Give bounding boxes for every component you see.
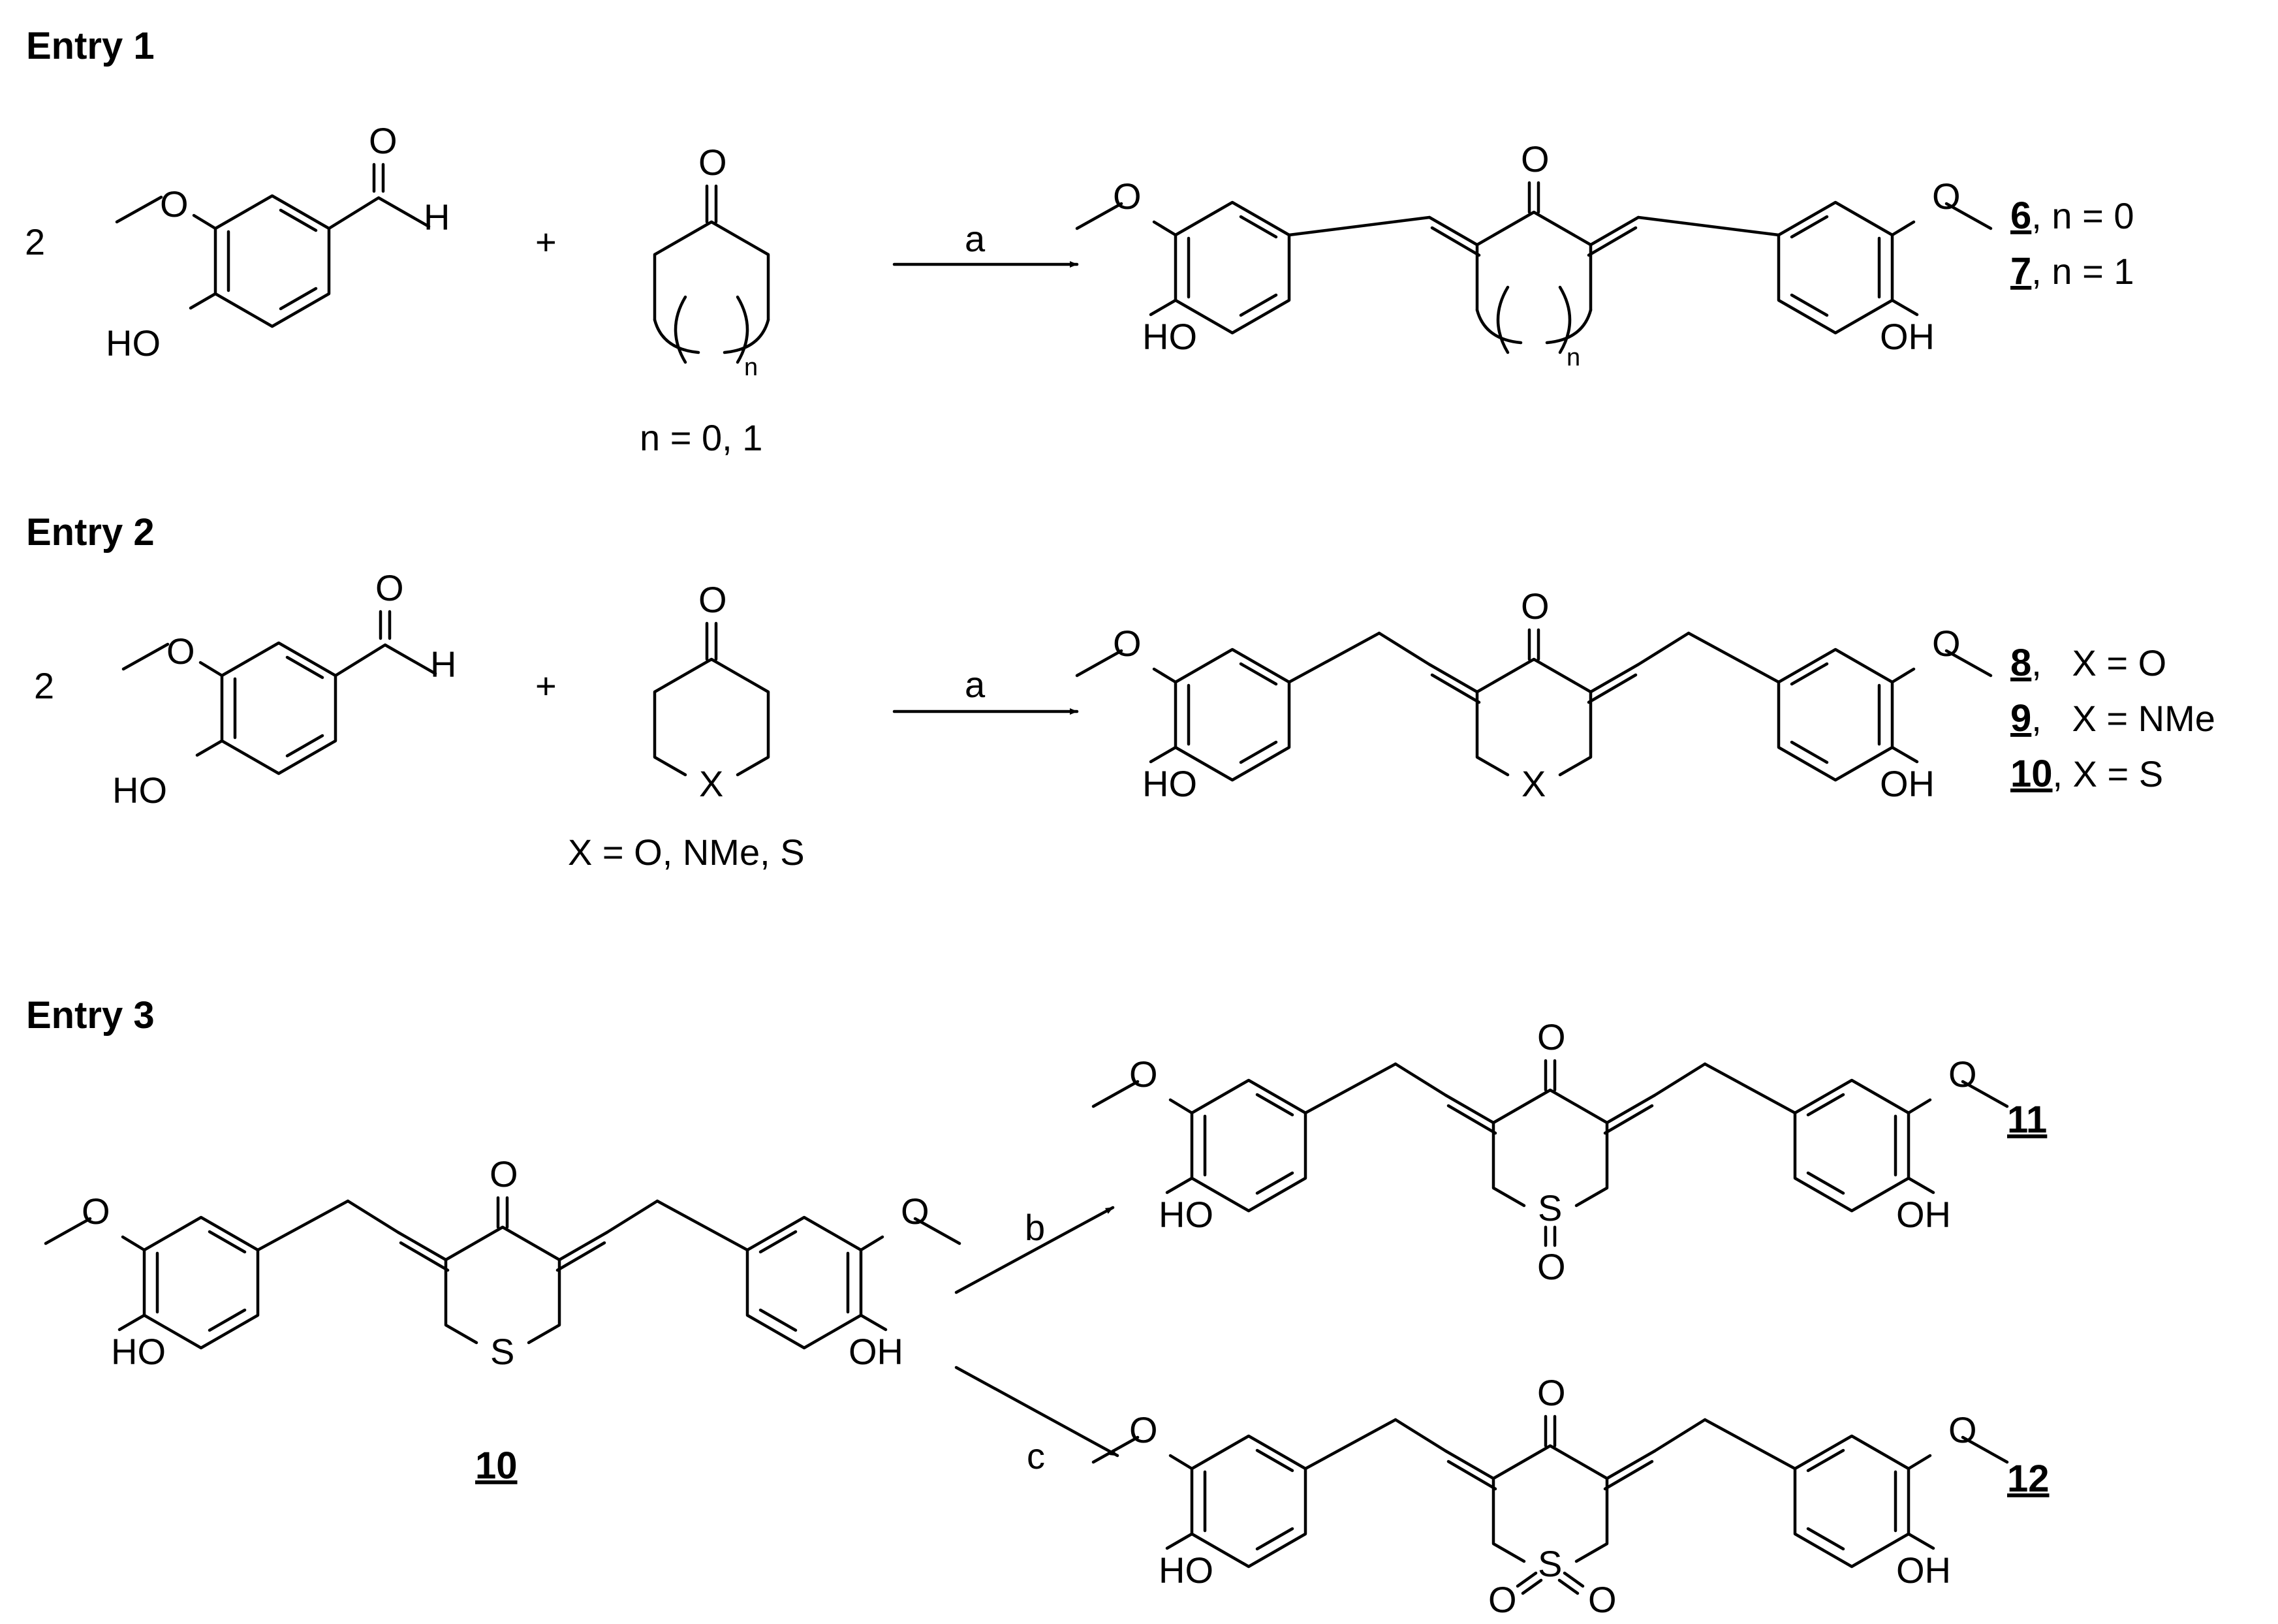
methoxy-oxygen-right: O [1948, 1409, 1977, 1450]
product-ketone-oxygen: O [1521, 138, 1550, 180]
aldehyde-hydrogen: H [424, 196, 450, 238]
entry-1-ketone-condition: n = 0, 1 [640, 417, 762, 458]
entry-2-reagent-label: a [965, 664, 986, 705]
entry-3: Entry 3 O S O O HO OH 10 b c O S [26, 994, 2050, 1620]
compound-10-label: 10 [2010, 753, 2053, 795]
hydroxy-right: OH [1896, 1194, 1951, 1235]
hydroxy-left: HO [1142, 316, 1197, 357]
entry-3-reagent-c: c [1027, 1435, 1045, 1476]
entry-1-plus: + [535, 221, 557, 262]
entry-1-product-structure: O n O O HO OH [1077, 138, 1991, 371]
methoxy-oxygen-right: O [1948, 1054, 1977, 1095]
entry-3-product-12-structure: O S O O O O HO OH [1093, 1372, 2007, 1620]
svg-text:10, X = S: 10, X = S [2010, 753, 2163, 795]
product-ring-index: n [1567, 344, 1580, 371]
hydroxy-left: HO [1142, 763, 1197, 804]
product-ketone-oxygen: O [1521, 586, 1550, 627]
entry-1-product-labels: 6, n = 0 7, n = 1 [2010, 195, 2134, 292]
entry-3-arrow-c [954, 1366, 1119, 1458]
svg-text:8, X = O: 8, X = O [2010, 642, 2166, 684]
compound-7-label: 7 [2010, 250, 2031, 292]
compound-11-label: 11 [2007, 1099, 2047, 1141]
entry-1-vanillin-structure: O H O HO [106, 120, 450, 364]
svg-text:6, n = 0: 6, n = 0 [2010, 195, 2134, 237]
entry-3-starting-structure: O S O O HO OH [46, 1153, 960, 1372]
methoxy-oxygen-left: O [82, 1191, 110, 1232]
sulfone-oxygen-left: O [1488, 1579, 1517, 1620]
entry-2-product-structure: O X O O HO OH [1077, 586, 1991, 804]
entry-3-arrow-b [954, 1206, 1115, 1294]
product-heteroatom-x: X [1521, 763, 1546, 804]
aldehyde-oxygen: O [375, 567, 404, 608]
compound-10-condition: , X = S [2053, 753, 2164, 794]
compound-6-label: 6 [2010, 195, 2031, 237]
methoxy-oxygen: O [160, 183, 189, 225]
methoxy-oxygen-left: O [1113, 176, 1142, 217]
hydroxy-left: HO [111, 1331, 166, 1372]
entry-1: Entry 1 2 O H O HO + O n n = 0, 1 a [25, 25, 2134, 458]
sulfoxide-oxygen: O [1537, 1246, 1566, 1287]
methoxy-oxygen-right: O [901, 1191, 929, 1232]
entry-2-ketone-condition: X = O, NMe, S [568, 832, 805, 873]
compound-10-starting-label: 10 [475, 1444, 518, 1487]
methoxy-oxygen-left: O [1113, 623, 1142, 664]
hydroxy-right: OH [1896, 1550, 1951, 1591]
ring-index-n: n [744, 354, 758, 381]
entry-2-product-labels: 8, X = O 9, X = NMe 10, X = S [2010, 642, 2215, 795]
methoxy-oxygen-right: O [1932, 176, 1961, 217]
methoxy-oxygen-left: O [1129, 1054, 1158, 1095]
hydroxy-label: HO [106, 322, 161, 364]
heteroatom-x: X [699, 763, 723, 804]
compound-8-condition: , X = O [2031, 642, 2166, 683]
ketone-oxygen: O [1537, 1016, 1566, 1057]
hydroxy-left: HO [1159, 1194, 1213, 1235]
sulfur-atom: S [1538, 1543, 1562, 1584]
hydroxy-left: HO [1159, 1550, 1213, 1591]
compound-8-label: 8 [2010, 642, 2031, 684]
methoxy-oxygen-left: O [1129, 1409, 1158, 1450]
sulfone-oxygen-right: O [1588, 1579, 1617, 1620]
entry-3-heading: Entry 3 [26, 994, 155, 1037]
entry-1-equivalents: 2 [25, 221, 45, 262]
entry-2-vanillin-structure: O H O HO [112, 567, 456, 811]
svg-text:7, n = 1: 7, n = 1 [2010, 250, 2134, 292]
entry-2-equivalents: 2 [34, 665, 54, 706]
aldehyde-oxygen: O [369, 120, 398, 161]
svg-text:9, X = NMe: 9, X = NMe [2010, 697, 2215, 740]
ketone-oxygen: O [490, 1153, 518, 1195]
methoxy-oxygen: O [166, 631, 195, 672]
ketone-oxygen: O [698, 142, 727, 183]
entry-3-reagent-b: b [1025, 1207, 1045, 1248]
ketone-oxygen: O [698, 579, 727, 620]
entry-2-heading: Entry 2 [26, 511, 155, 554]
compound-6-condition: , n = 0 [2031, 195, 2134, 236]
compound-9-condition: , X = NMe [2031, 698, 2215, 739]
entry-3-product-11-structure: O S O O O HO OH [1093, 1016, 2007, 1287]
entry-1-heading: Entry 1 [26, 25, 155, 67]
compound-7-condition: , n = 1 [2031, 251, 2134, 292]
methoxy-oxygen-right: O [1932, 623, 1961, 664]
entry-1-ketone-structure: O n [653, 142, 770, 381]
sulfur-atom: S [490, 1331, 514, 1372]
entry-1-reagent-label: a [965, 218, 986, 259]
hydroxy-right: OH [1880, 316, 1935, 357]
sulfur-atom: S [1538, 1187, 1562, 1228]
compound-12-label: 12 [2007, 1458, 2050, 1500]
compound-9-label: 9 [2010, 697, 2031, 740]
entry-2-plus: + [535, 665, 557, 706]
entry-2-ketone-structure: O X [653, 579, 770, 804]
ketone-oxygen: O [1537, 1372, 1566, 1413]
hydroxy-right: OH [849, 1331, 903, 1372]
hydroxy-right: OH [1880, 763, 1935, 804]
entry-2: Entry 2 2 O H O HO + O X X = O, NMe, S a… [26, 511, 2215, 873]
hydroxy-label: HO [112, 770, 167, 811]
aldehyde-hydrogen: H [430, 644, 456, 685]
